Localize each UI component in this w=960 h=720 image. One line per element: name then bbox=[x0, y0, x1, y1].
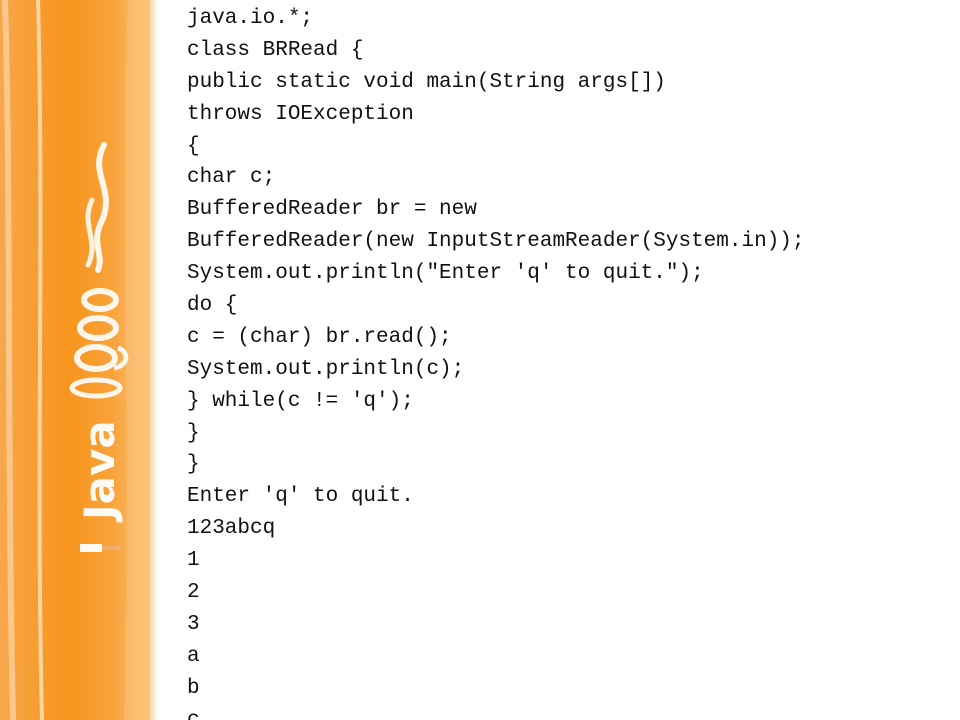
code-line: class BRRead { bbox=[187, 38, 364, 62]
output-line: Enter 'q' to quit. bbox=[187, 485, 414, 509]
output-line: c bbox=[187, 705, 805, 720]
code-line: java.io.*; bbox=[187, 7, 314, 30]
code-line: BufferedReader br = new bbox=[187, 198, 477, 222]
banner-edge bbox=[150, 0, 158, 720]
output-line: b bbox=[187, 676, 200, 700]
code-line: } bbox=[187, 421, 200, 445]
java-logo-text: Java bbox=[75, 420, 124, 523]
output-line: 3 bbox=[187, 612, 200, 636]
code-line: c = (char) br.read(); bbox=[187, 325, 452, 349]
code-line: do { bbox=[187, 294, 238, 318]
code-line: public static void main(String args[]) bbox=[187, 70, 666, 94]
code-line: throws IOException bbox=[187, 102, 414, 126]
output-line: a bbox=[187, 644, 200, 668]
output-line: 1 bbox=[187, 549, 200, 573]
code-line: } bbox=[187, 453, 200, 477]
java-coffee-cup-icon bbox=[69, 142, 129, 552]
code-line: { bbox=[187, 134, 200, 158]
output-line: 123abcq bbox=[187, 517, 276, 541]
code-line: System.out.println(c); bbox=[187, 357, 465, 381]
code-listing: java.io.*; class BRRead { public static vo… bbox=[187, 3, 805, 720]
banner-decoration bbox=[2, 0, 150, 720]
code-line: char c; bbox=[187, 166, 276, 190]
code-line: BufferedReader(new InputStreamReader(Sys… bbox=[187, 230, 805, 254]
code-line: System.out.println("Enter 'q' to quit.")… bbox=[187, 262, 704, 286]
output-line: 2 bbox=[187, 581, 200, 605]
java-logo-label: Java bbox=[75, 420, 124, 523]
side-banner: Java bbox=[0, 0, 150, 720]
code-line: } while(c != 'q'); bbox=[187, 389, 414, 413]
